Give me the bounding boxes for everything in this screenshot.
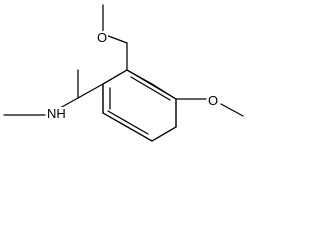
ring-edge-top-right <box>126 69 177 100</box>
benzene-ring <box>102 69 177 142</box>
molecule-diagram <box>3 4 244 142</box>
atom-label-amine: NH <box>46 106 67 121</box>
substituent-bonds <box>3 4 244 117</box>
ring-edge-bottom-left <box>102 112 153 142</box>
ring-edge-top-left <box>102 69 128 85</box>
bond-ring-to-chiral-carbon <box>77 83 104 99</box>
double-bond-bottom-inner <box>107 110 149 135</box>
bond-chiral-carbon-to-nh <box>59 97 79 109</box>
benzene-ring-outline <box>102 69 177 142</box>
ring-edge-bottom-right <box>151 126 177 142</box>
atom-label-oxygen-ortho: O <box>96 30 109 45</box>
atom-label-oxygen-para: O <box>207 93 220 108</box>
double-bond-top-inner <box>130 76 171 101</box>
ring-double-bonds <box>107 76 171 135</box>
bond-o-para-to-methyl <box>220 103 244 117</box>
structure-canvas: O O NH <box>0 0 246 150</box>
